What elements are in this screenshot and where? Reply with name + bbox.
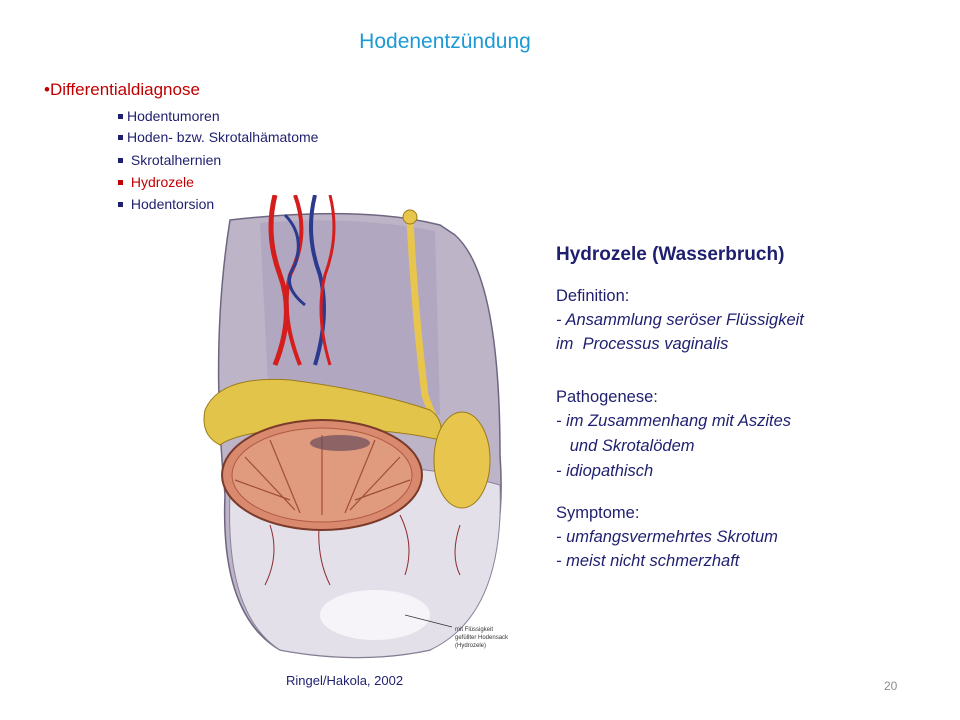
differential-item-highlighted: Hydrozele xyxy=(118,174,194,190)
illustration-caption-line: gefüllter Hodensack xyxy=(455,635,509,641)
differential-item-label: Skrotalhernien xyxy=(127,152,222,168)
symptome-label: Symptome: xyxy=(556,504,640,522)
differential-item-label: Hydrozele xyxy=(127,174,194,190)
differential-item-label: Hoden- bzw. Skrotalhämatome xyxy=(127,129,319,145)
differential-item-label: Hodentumoren xyxy=(127,108,220,124)
definition-line: im Processus vaginalis xyxy=(556,335,729,353)
illustration-caption-line: (Hydrozele) xyxy=(455,643,487,649)
differential-heading: •Differentialdiagnose xyxy=(44,80,200,99)
slide-title: Hodenentzündung xyxy=(359,30,531,53)
bullet-square-icon xyxy=(118,114,123,119)
definition-line: - Ansammlung seröser Flüssigkeit xyxy=(556,311,804,329)
symptome-line: - meist nicht schmerzhaft xyxy=(556,552,740,570)
illustration-caption-line: mit Flüssigkeit xyxy=(455,627,494,633)
differential-item: Hodentumoren xyxy=(118,108,220,124)
pathogenese-label: Pathogenese: xyxy=(556,388,658,406)
hydrozele-title: Hydrozele (Wasserbruch) xyxy=(556,244,785,265)
pathogenese-line: und Skrotalödem xyxy=(556,437,695,455)
image-credit: Ringel/Hakola, 2002 xyxy=(286,673,404,688)
differential-item: Skrotalhernien xyxy=(118,152,221,168)
bullet-square-icon xyxy=(118,180,123,185)
page-number: 20 xyxy=(884,679,898,693)
pathogenese-line: - im Zusammenhang mit Aszites xyxy=(556,412,792,430)
bullet-square-icon xyxy=(118,158,123,163)
definition-label: Definition: xyxy=(556,287,630,305)
pathogenese-line: - idiopathisch xyxy=(556,462,654,480)
symptome-line: - umfangsvermehrtes Skrotum xyxy=(556,528,778,546)
differential-item-label: Hodentorsion xyxy=(127,196,215,212)
bullet-square-icon xyxy=(118,202,123,207)
bullet-square-icon xyxy=(118,135,123,140)
differential-item: Hoden- bzw. Skrotalhämatome xyxy=(118,129,318,145)
hydrocele-anatomy-illustration xyxy=(203,195,502,659)
differential-item: Hodentorsion xyxy=(118,196,214,212)
